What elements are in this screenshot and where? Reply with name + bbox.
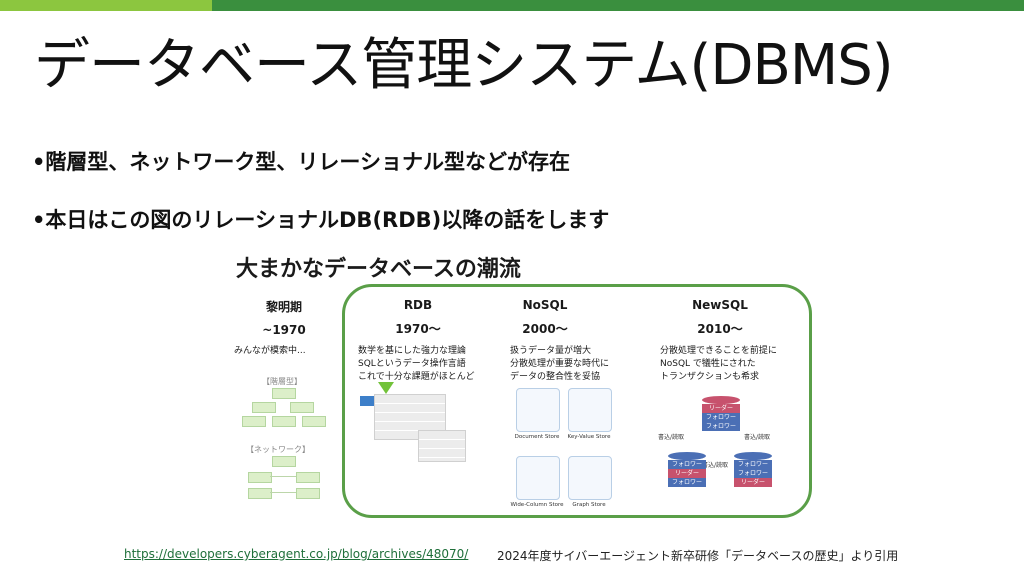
bullet-2: •本日はこの図のリレーショナルDB(RDB)以降の話をします	[32, 208, 610, 232]
hier-node	[290, 402, 314, 413]
era-desc-line: SQLというデータ操作言語	[358, 359, 466, 369]
hier-node	[272, 416, 296, 427]
era-desc: 分散処理できることを前提に NoSQL で犠牲にされた トランザクションも希求	[660, 345, 800, 384]
era-year: 2010〜	[697, 322, 743, 336]
net-link	[270, 492, 296, 493]
era-desc-line: NoSQL で犠牲にされた	[660, 359, 756, 369]
hier-node	[252, 402, 276, 413]
database-history-figure: 黎明期 ~1970 みんなが模索中... 【階層型】 【ネットワーク】 RDB …	[228, 284, 818, 524]
hierarchical-label: 【階層型】	[262, 377, 302, 386]
rw-label: 書込/読取	[702, 462, 729, 469]
era-year: 2000〜	[522, 322, 568, 336]
db-band-label: フォロワー	[702, 413, 740, 422]
net-node	[296, 488, 320, 499]
rw-label: 書込/読取	[658, 434, 685, 441]
era-desc: 扱うデータ量が増大 分散処理が重要な時代に データの整合性を妥協	[510, 345, 640, 384]
db-band-label: リーダー	[734, 478, 772, 487]
modern-era-frame	[342, 284, 812, 518]
hier-node	[302, 416, 326, 427]
leader-database-icon: リーダー フォロワー フォロワー	[702, 396, 740, 431]
era-rdb: RDB 1970〜 数学を基にした強力な理論 SQLというデータ操作言語 これで…	[358, 298, 478, 384]
arrow-right-icon	[360, 396, 374, 406]
hier-node	[272, 388, 296, 399]
era-name: NewSQL	[692, 298, 748, 312]
db-band-label: フォロワー	[734, 460, 772, 469]
db-band-label: フォロワー	[668, 460, 706, 469]
source-citation: 2024年度サイバーエージェント新卒研修「データベースの歴史」より引用	[497, 549, 899, 563]
db-band-label: リーダー	[702, 404, 740, 413]
accent-bar-dark	[212, 0, 1024, 11]
tile-label: Document Store	[514, 434, 560, 440]
era-desc-line: みんなが模索中...	[234, 346, 306, 356]
key-value-store-icon	[568, 388, 612, 432]
top-accent-bar	[0, 0, 1024, 11]
bullet-1: •階層型、ネットワーク型、リレーショナル型などが存在	[32, 150, 571, 174]
db-band-label: フォロワー	[668, 478, 706, 487]
era-nosql: NoSQL 2000〜 扱うデータ量が増大 分散処理が重要な時代に データの整合…	[510, 298, 640, 384]
follower-database-icon: フォロワー リーダー フォロワー	[668, 452, 706, 487]
arrow-down-icon	[378, 382, 394, 394]
net-node	[248, 488, 272, 499]
net-node	[248, 472, 272, 483]
follower-database-icon: フォロワー フォロワー リーダー	[734, 452, 772, 487]
rw-label: 書込/読取	[744, 434, 771, 441]
era-desc-line: 分散処理が重要な時代に	[510, 359, 610, 369]
db-band-label: リーダー	[668, 469, 706, 478]
hier-node	[242, 416, 266, 427]
db-band-label: フォロワー	[702, 422, 740, 431]
tile-label: Graph Store	[572, 502, 606, 508]
figure-title: 大まかなデータベースの潮流	[236, 257, 521, 282]
accent-bar-light	[0, 0, 212, 11]
source-link[interactable]: https://developers.cyberagent.co.jp/blog…	[124, 547, 469, 561]
relational-table	[418, 430, 466, 462]
era-desc: 数学を基にした強力な理論 SQLというデータ操作言語 これで十分な課題がほとんど	[358, 345, 478, 384]
wide-column-store-icon	[516, 456, 560, 500]
tile-label: Wide-Column Store	[510, 502, 564, 508]
era-year: ~1970	[262, 323, 306, 337]
era-name: NoSQL	[522, 298, 568, 312]
era-newsql: NewSQL 2010〜 分散処理できることを前提に NoSQL で犠牲にされた…	[660, 298, 800, 384]
era-year: 1970〜	[395, 322, 441, 336]
net-node	[296, 472, 320, 483]
era-desc-line: 扱うデータ量が増大	[510, 346, 592, 356]
graph-store-icon	[568, 456, 612, 500]
db-band-label: フォロワー	[734, 469, 772, 478]
era-name: RDB	[403, 298, 433, 312]
tile-label: Key-Value Store	[567, 434, 611, 440]
era-desc-line: 分散処理できることを前提に	[660, 346, 777, 356]
era-desc-line: 数学を基にした強力な理論	[358, 346, 467, 356]
net-node	[272, 456, 296, 467]
slide-title: データベース管理システム(DBMS)	[34, 33, 894, 98]
era-desc-line: データの整合性を妥協	[510, 372, 601, 382]
era-desc-line: トランザクションも希求	[660, 372, 760, 382]
document-store-icon	[516, 388, 560, 432]
net-link	[270, 476, 296, 477]
era-desc-line: これで十分な課題がほとんど	[358, 372, 475, 382]
era-early: 黎明期 ~1970 みんなが模索中...	[234, 298, 334, 358]
network-label: 【ネットワーク】	[246, 445, 310, 454]
era-name: 黎明期	[265, 300, 302, 314]
